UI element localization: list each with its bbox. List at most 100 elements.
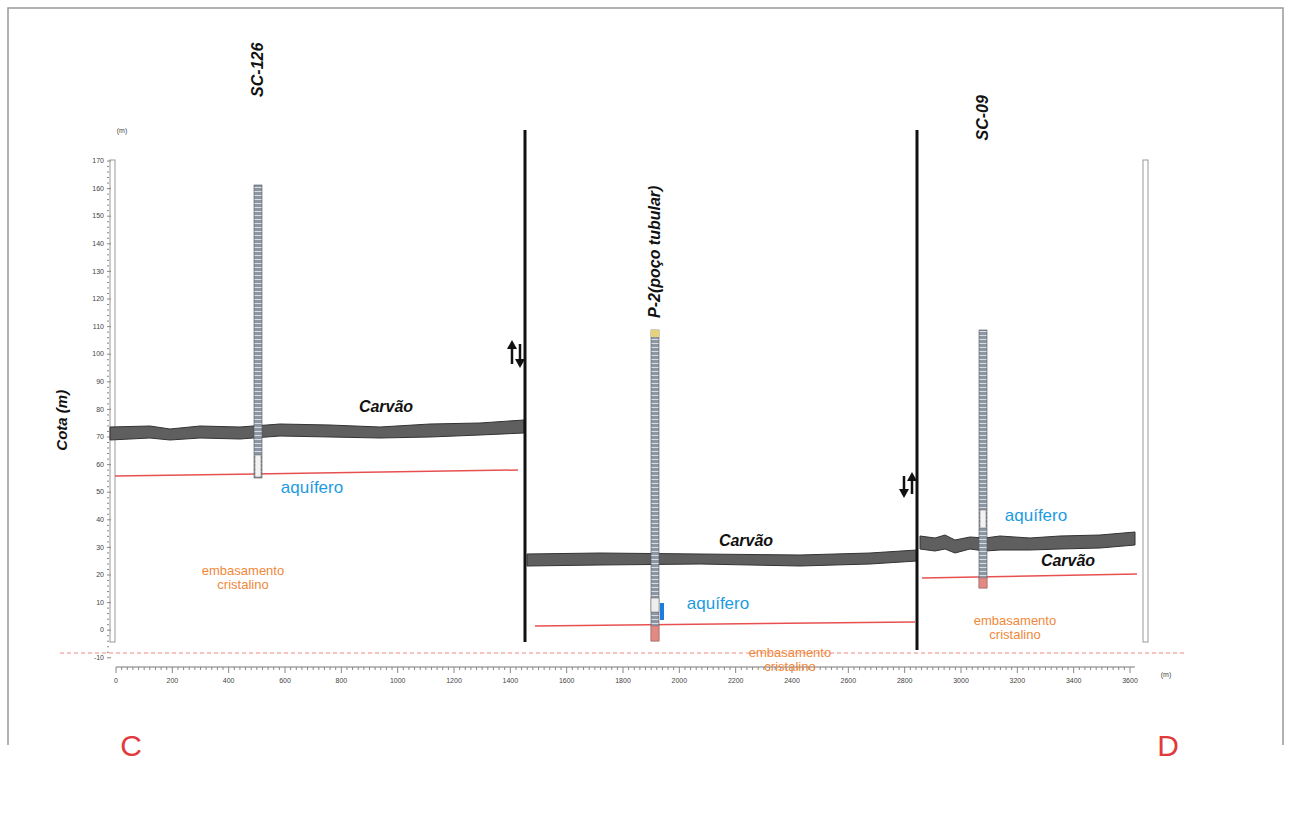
x-tick	[961, 667, 962, 673]
x-tick	[899, 667, 900, 670]
y-tick	[107, 475, 109, 476]
x-tick	[425, 667, 426, 670]
x-tick	[206, 667, 207, 670]
x-tick-label: 2400	[784, 677, 800, 685]
x-tick	[1084, 667, 1085, 670]
y-tick	[107, 304, 109, 305]
x-tick	[217, 667, 218, 670]
x-tick	[369, 667, 370, 670]
x-tick	[645, 667, 646, 670]
x-tick	[346, 667, 347, 670]
y-tick	[107, 188, 111, 189]
y-tick-label: 0	[100, 626, 104, 634]
x-tick	[1068, 667, 1069, 670]
x-tick	[155, 667, 156, 670]
y-tick	[107, 287, 109, 288]
x-tick	[183, 667, 184, 670]
y-tick	[107, 630, 111, 631]
x-tick	[454, 667, 455, 673]
x-tick	[363, 667, 364, 670]
x-tick-label: 3000	[953, 677, 969, 685]
y-tick	[107, 448, 109, 449]
y-tick	[107, 470, 109, 471]
x-tick	[132, 667, 133, 670]
x-tick	[752, 667, 753, 670]
x-tick	[1017, 667, 1018, 673]
x-tick	[701, 667, 702, 670]
y-tick	[107, 183, 109, 184]
x-tick	[307, 667, 308, 670]
x-tick	[730, 667, 731, 670]
x-tick	[211, 667, 212, 670]
x-tick	[515, 667, 516, 670]
x-tick	[679, 667, 680, 673]
y-tick	[107, 365, 109, 366]
x-tick	[251, 667, 252, 670]
aquifer-label: aquífero	[281, 479, 343, 498]
x-tick	[482, 667, 483, 670]
y-tick	[107, 646, 109, 647]
y-tick	[107, 591, 109, 592]
y-tick-label: 30	[96, 544, 104, 552]
x-tick	[144, 667, 145, 670]
x-tick	[628, 667, 629, 670]
y-tick	[107, 481, 109, 482]
x-tick	[718, 667, 719, 670]
borehole-log	[979, 330, 987, 588]
y-tick	[107, 332, 109, 333]
y-tick	[107, 420, 109, 421]
y-tick	[107, 398, 109, 399]
x-tick	[932, 667, 933, 670]
y-tick	[107, 403, 109, 404]
x-tick	[431, 667, 432, 670]
x-tick	[623, 667, 624, 673]
x-tick-label: 800	[335, 677, 347, 685]
aquifer-label: aquífero	[687, 595, 749, 614]
x-tick	[437, 667, 438, 670]
x-tick	[116, 667, 117, 673]
basement-interval	[651, 626, 659, 641]
x-tick	[392, 667, 393, 670]
x-tick	[527, 667, 528, 670]
y-tick	[107, 569, 109, 570]
x-tick	[256, 667, 257, 670]
x-tick-label: 3200	[1010, 677, 1026, 685]
x-tick	[279, 667, 280, 670]
section-post	[110, 160, 115, 642]
y-tick	[107, 414, 109, 415]
x-tick	[1101, 667, 1102, 670]
x-tick	[358, 667, 359, 670]
y-tick-label: 120	[92, 295, 104, 303]
x-tick-label: 1400	[503, 677, 519, 685]
y-tick	[107, 619, 109, 620]
coal-seam	[920, 532, 1135, 553]
frame	[8, 8, 1283, 745]
x-tick	[707, 667, 708, 670]
y-tick	[107, 652, 109, 653]
y-tick	[107, 161, 111, 162]
x-tick	[561, 667, 562, 670]
layer-name: Carvão	[359, 398, 413, 416]
y-tick-label: 50	[96, 488, 104, 496]
x-tick	[223, 667, 224, 670]
x-tick	[403, 667, 404, 670]
x-tick	[470, 667, 471, 670]
x-tick	[853, 667, 854, 670]
y-tick	[107, 177, 109, 178]
y-tick	[107, 326, 111, 327]
y-tick	[107, 503, 109, 504]
coal-seam	[110, 420, 524, 440]
x-tick	[577, 667, 578, 670]
x-tick-label: 0	[114, 677, 118, 685]
x-tick	[746, 667, 747, 670]
aquifer-interval	[651, 598, 659, 612]
y-tick	[107, 464, 111, 465]
x-tick	[1006, 667, 1007, 670]
y-tick-label: 70	[96, 433, 104, 441]
y-tick	[107, 166, 109, 167]
y-tick	[107, 265, 109, 266]
x-tick	[684, 667, 685, 670]
coal-seam	[527, 550, 917, 566]
y-tick	[107, 442, 109, 443]
x-tick	[1113, 667, 1114, 670]
